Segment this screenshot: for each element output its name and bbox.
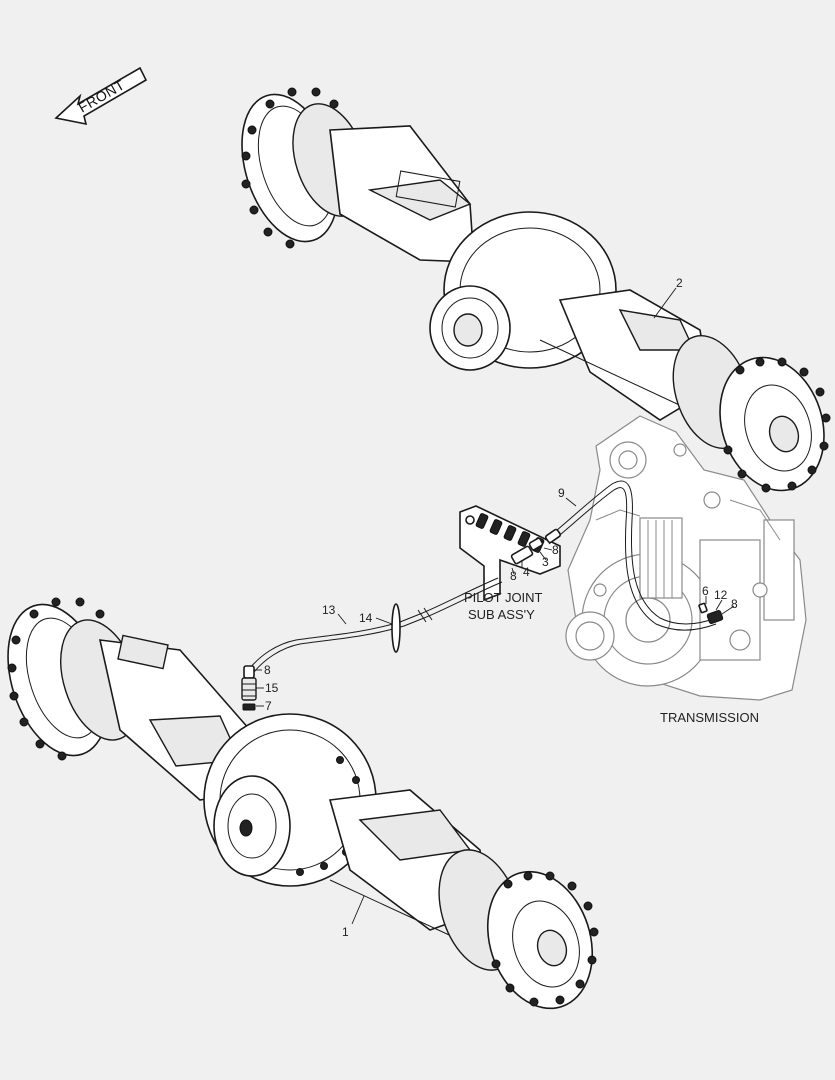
hose-9: [544, 480, 724, 631]
callout-3: 3: [542, 555, 549, 569]
front-arrow-icon: [54, 66, 148, 126]
transmission-caption: TRANSMISSION: [660, 710, 759, 725]
callout-7: 7: [265, 699, 272, 713]
callout-4: 4: [523, 565, 530, 579]
callout-1: 1: [342, 925, 349, 939]
leader-lines: [254, 287, 735, 925]
rear-axle: [241, 87, 831, 493]
callout-8-axle: 8: [264, 663, 271, 677]
callout-12: 12: [714, 588, 728, 602]
callout-13: 13: [322, 603, 336, 617]
callout-15: 15: [265, 681, 279, 695]
callout-9: 9: [558, 486, 565, 500]
callout-6: 6: [702, 584, 709, 598]
front-axle: [7, 597, 599, 1010]
hose-13: [241, 577, 503, 711]
pilot-joint-caption-line-1: PILOT JOINT: [464, 590, 543, 605]
callout-14: 14: [359, 611, 373, 625]
pilot-joint-caption-line-2: SUB ASS'Y: [468, 607, 535, 622]
callout-8-pilot-left: 8: [510, 569, 517, 583]
callout-2: 2: [676, 276, 683, 290]
callout-8-transmission: 8: [731, 597, 738, 611]
transmission-housing: [565, 415, 807, 701]
pilot-joint-bracket: [459, 505, 561, 602]
callout-8-pilot-right: 8: [552, 543, 559, 557]
